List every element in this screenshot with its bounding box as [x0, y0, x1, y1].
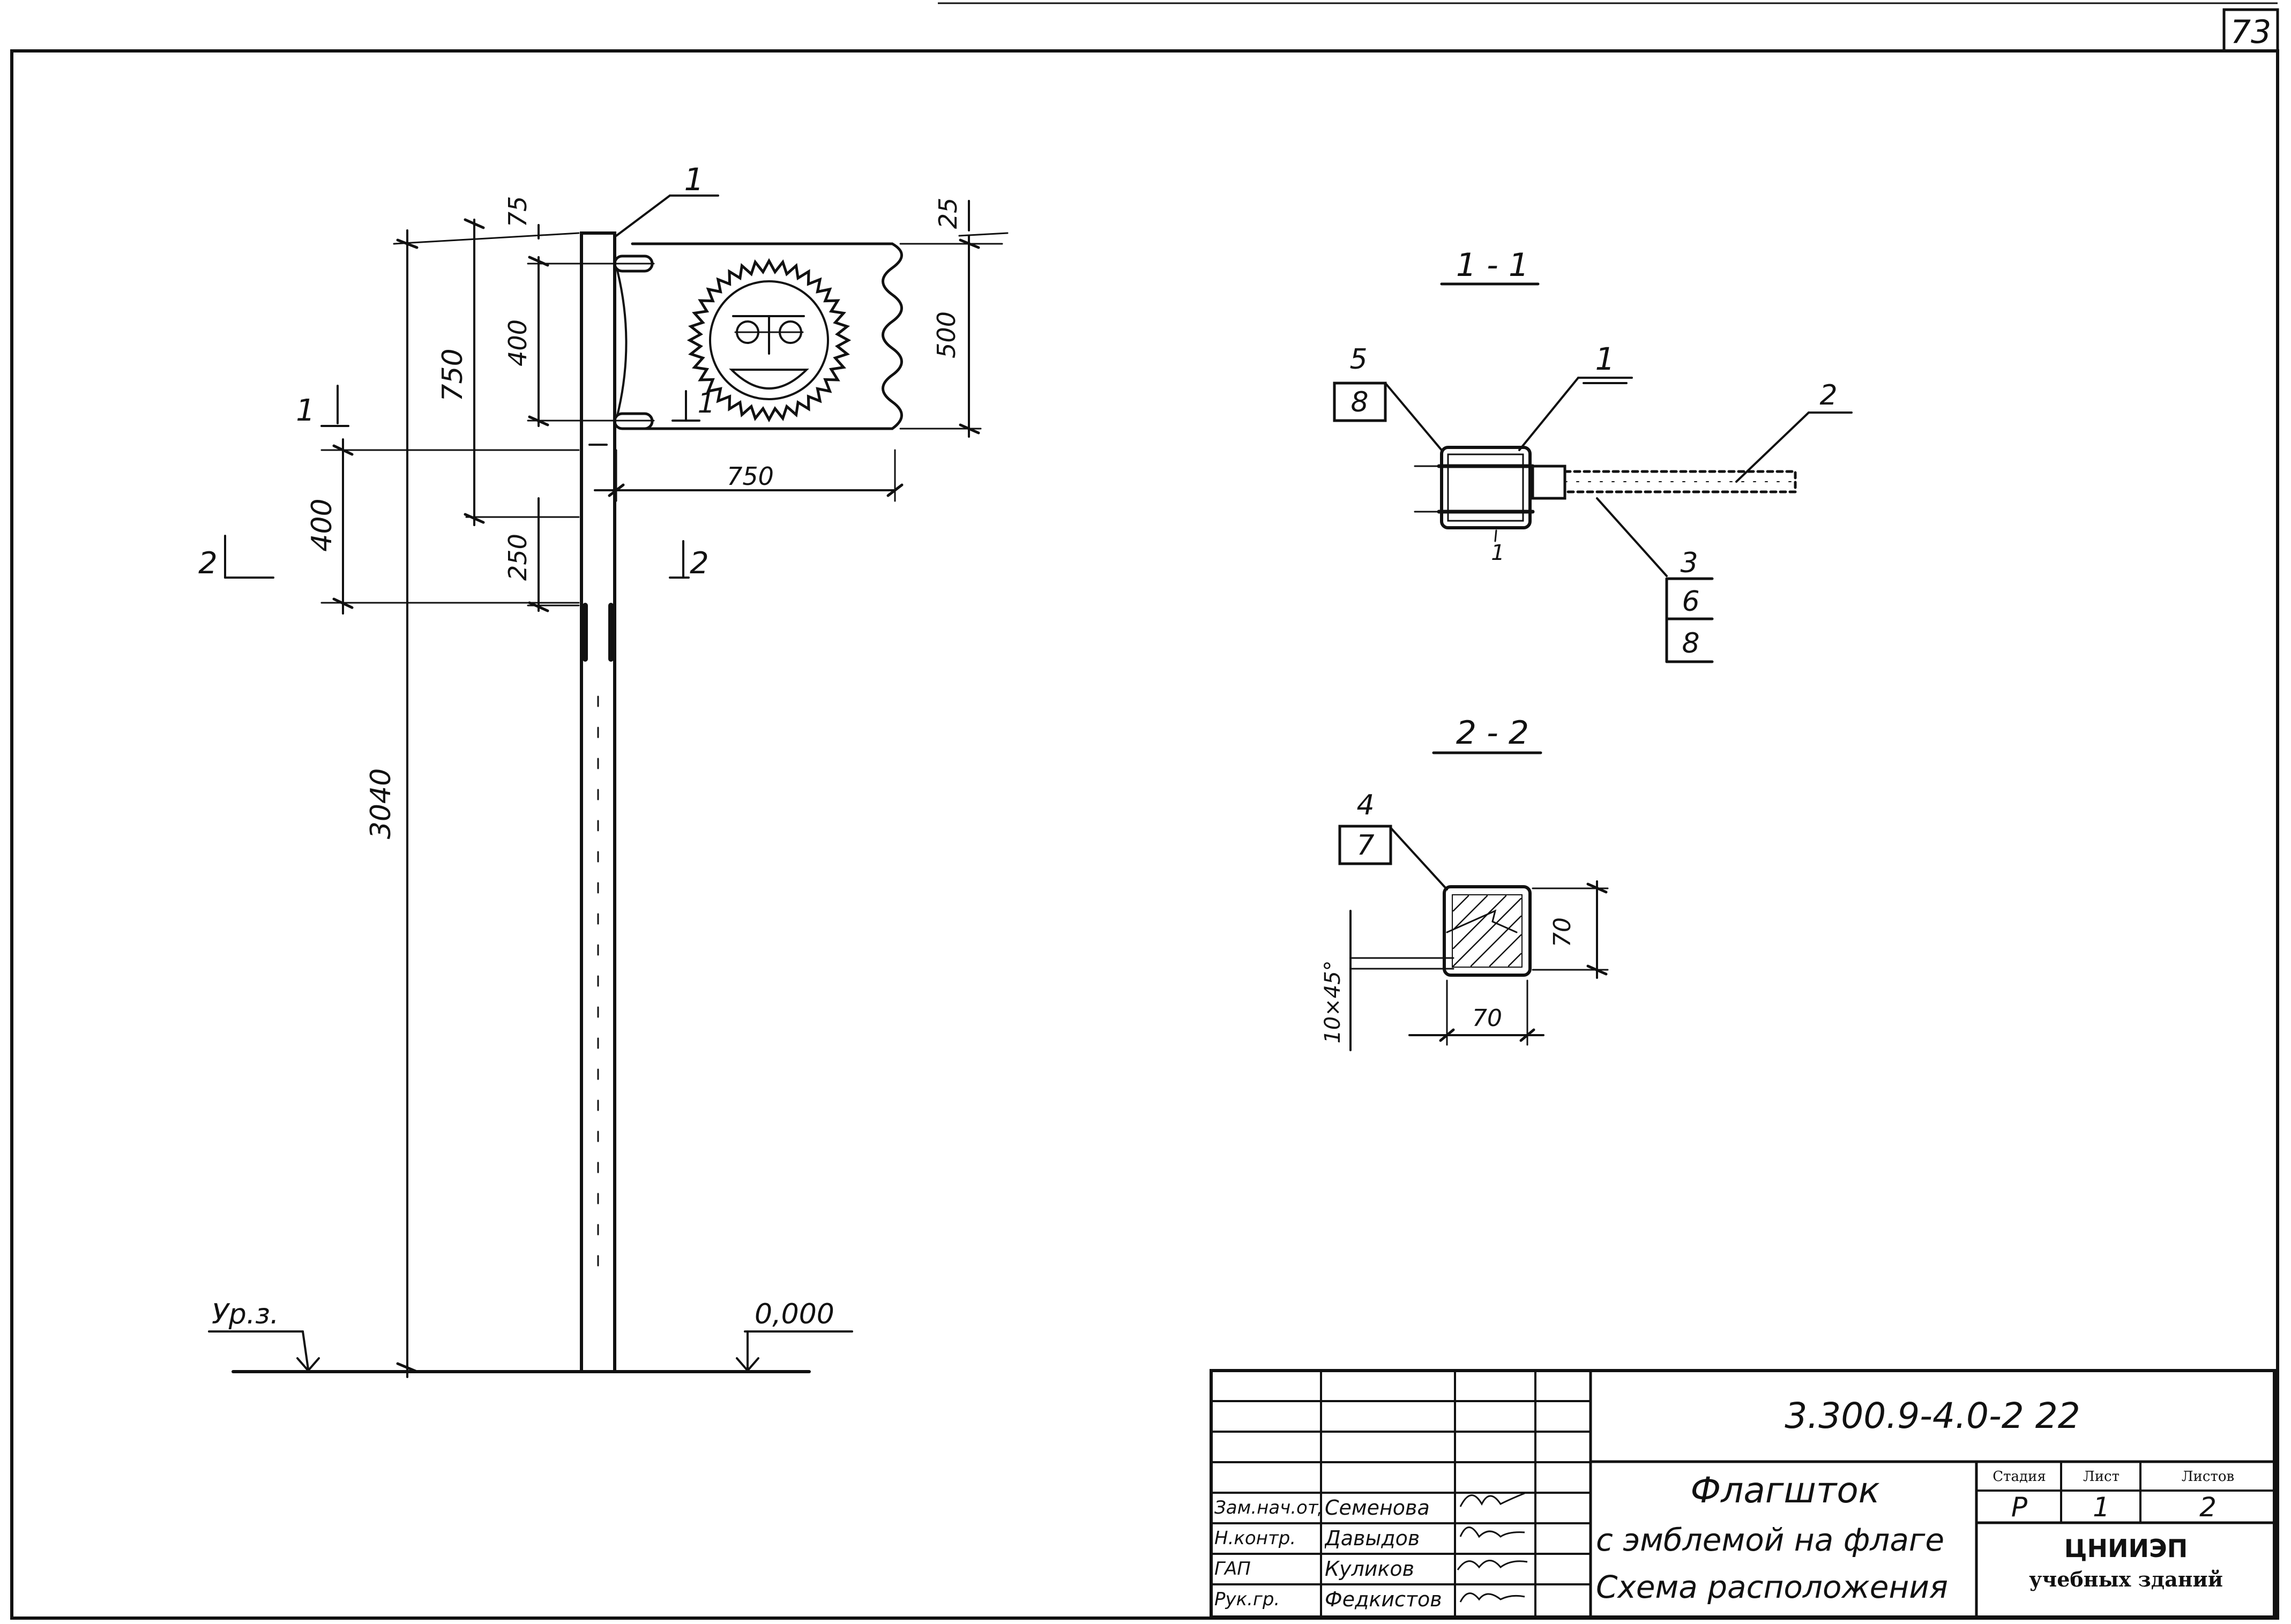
dim-flag-width: 750 [727, 462, 774, 491]
signature-row: Зам.нач.отд. [1214, 1497, 1322, 1518]
organization-subtitle: учебных зданий [2029, 1567, 2223, 1591]
section1-callout-3-pos: 3 [1680, 547, 1698, 579]
sheet-header: Лист [2083, 1469, 2120, 1485]
title-block-grid [1210, 1369, 2276, 1619]
signature-row: ГАП [1214, 1558, 1251, 1580]
stage-header: Стадия [1993, 1469, 2046, 1485]
section1-minor-label: 1 [1491, 541, 1504, 565]
section1-callout-2: 2 [1819, 379, 1837, 411]
dim-flag-height-total: 750 [437, 348, 469, 401]
section2-dim-width: 70 [1472, 1005, 1502, 1032]
dim-top-offset: 75 [503, 196, 532, 228]
dim-total-height: 3040 [365, 768, 397, 839]
sheet-frame: 73 [10, 2, 2279, 1620]
drawing-title-line3: Схема расположения [1596, 1569, 1948, 1605]
flag [631, 242, 903, 430]
dim-clamp-spacing: 400 [503, 319, 532, 366]
sheet-value: 1 [2093, 1492, 2110, 1523]
dim-flag-height: 500 [932, 311, 961, 358]
drawing-title: Флагшток с эмблемой на флаге Схема распо… [1593, 1467, 1977, 1614]
signature-row: Н.контр. [1214, 1528, 1296, 1549]
dim-flag-top-offset: 25 [934, 198, 962, 229]
section2-chamfer: 10×45° [1320, 960, 1345, 1043]
section1-callout-5-pos: 5 [1349, 343, 1367, 376]
title-block: Зам.нач.отд. Семенова Н.контр. Давыдов Г… [1211, 1371, 2274, 1617]
section-marker-2-right: 2 [690, 546, 709, 581]
document-code: 3.300.9-4.0-2 22 [1785, 1395, 2080, 1436]
section-2-2: 2 - 2 4 7 70 70 [1320, 714, 1609, 1051]
drawing-title-line2: с эмблемой на флаге [1596, 1522, 1945, 1558]
signature-name: Федкистов [1325, 1588, 1442, 1611]
signature-row: Рук.гр. [1214, 1589, 1280, 1610]
section-1-title: 1 - 1 [1456, 246, 1529, 284]
pole-section-1 [1440, 446, 1532, 529]
sheets-value: 2 [2199, 1492, 2217, 1523]
section2-dim-height: 70 [1549, 917, 1576, 947]
signature-name: Давыдов [1325, 1526, 1420, 1550]
dim-sleeve: 250 [503, 534, 532, 581]
dim-lower-section: 400 [306, 498, 338, 551]
level-label: Ур.з. [212, 1298, 279, 1330]
sun-emblem [686, 258, 852, 423]
elevation-callout-1: 1 [684, 161, 704, 198]
signature-name: Семенова [1325, 1496, 1430, 1520]
section2-callout-pos: 4 [1356, 789, 1374, 821]
stage-value: Р [2011, 1492, 2028, 1523]
section2-callout-ref: 7 [1356, 829, 1374, 862]
section-marker-1-right: 1 [697, 387, 715, 420]
section1-callout-3-ref2: 8 [1682, 627, 1699, 660]
section-marker-1-left: 1 [296, 393, 315, 428]
organization-name: ЦНИИЭП [2064, 1534, 2188, 1563]
section1-callout-5-ref: 8 [1350, 386, 1368, 418]
drawing-title-line1: Флагшток [1690, 1470, 1880, 1511]
signature-name: Куликов [1325, 1557, 1415, 1581]
section1-callout-3-ref: 6 [1682, 586, 1699, 618]
elevation-view: 3040 750 75 400 250 400 7 [198, 161, 1009, 1378]
pole-section-2 [1443, 885, 1532, 977]
section-1-1: 1 - 1 5 8 1 2 1 3 [1333, 246, 1853, 663]
section1-callout-1: 1 [1595, 341, 1615, 377]
sheets-header: Листов [2181, 1469, 2235, 1485]
section-2-title: 2 - 2 [1456, 714, 1529, 752]
level-value: 0,000 [755, 1298, 834, 1330]
sheet-number: 73 [2230, 13, 2271, 51]
section-marker-2-left: 2 [198, 546, 218, 581]
